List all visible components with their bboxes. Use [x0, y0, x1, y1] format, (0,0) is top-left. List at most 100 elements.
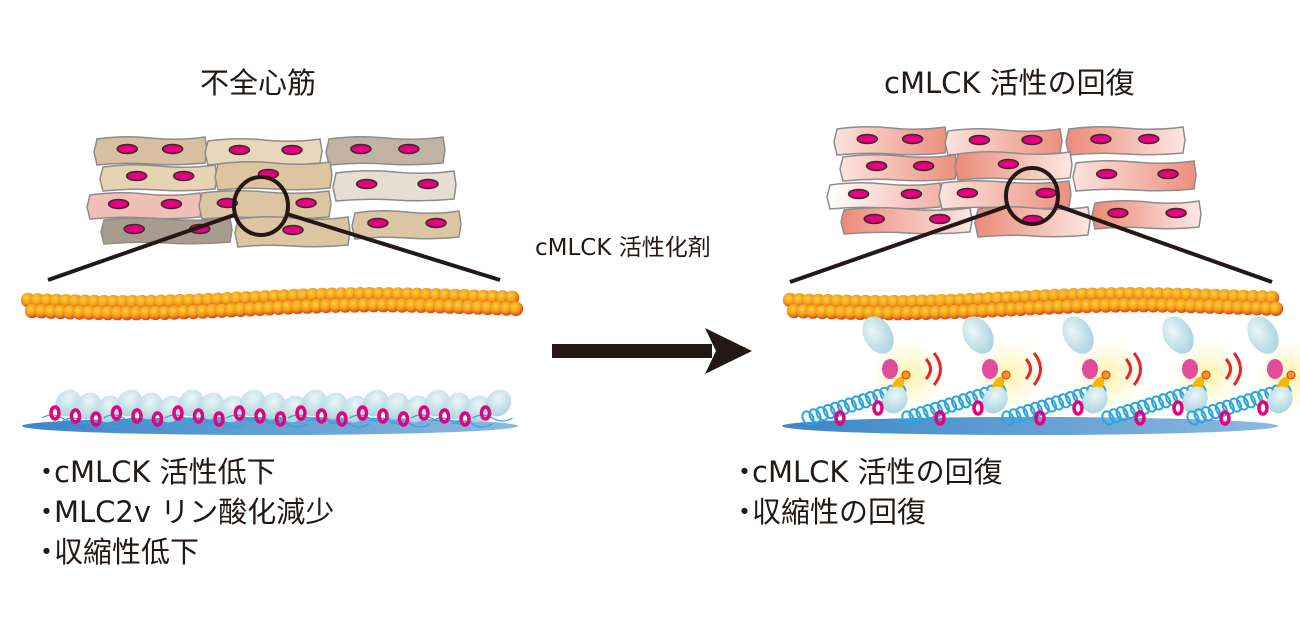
nucleus-icon [367, 217, 389, 229]
nucleus-icon [1021, 134, 1043, 146]
cardiomyocyte-cell [332, 169, 457, 202]
myosin-head-icon [1062, 316, 1094, 354]
signal-wave-icon [1224, 357, 1232, 381]
coiled-coil [1050, 395, 1065, 411]
light-chain-icon [934, 410, 946, 426]
coiled-coil [858, 393, 872, 409]
coiled-coil [1193, 408, 1207, 424]
coiled-coil [1207, 403, 1221, 420]
nucleus-icon [863, 213, 885, 225]
light-chain-icon [972, 400, 984, 416]
myosin-head-icon [1267, 386, 1293, 414]
light-chain-icon [397, 411, 410, 427]
coiled-coil [1186, 410, 1200, 426]
nucleus-icon [968, 134, 991, 146]
light-chain-icon [233, 405, 246, 421]
nucleus-icon [997, 158, 1020, 170]
coiled-coil [836, 399, 850, 415]
myosin-tail [472, 414, 513, 422]
actin-bead [504, 290, 520, 305]
myosin-head-icon [882, 386, 908, 414]
actin-bead [508, 301, 524, 316]
light-chain-icon [295, 405, 307, 421]
phosphate-icon [1286, 370, 1296, 380]
light-chain-icon [1134, 410, 1146, 426]
coiled-coil [1008, 408, 1022, 424]
right-findings-list: ・cMLCK 活性の回復 ・収縮性の回復 [730, 452, 1003, 532]
coiled-coil [929, 401, 943, 417]
light-chain-icon [274, 411, 287, 427]
right-finding-item: ・収縮性の回復 [730, 495, 927, 529]
cardiomyocyte-cell [1065, 125, 1186, 156]
coiled-coil [943, 397, 958, 413]
nucleus-icon [350, 143, 372, 155]
left-magnifier-icon [47, 175, 501, 282]
coiled-coil [872, 388, 886, 405]
signal-wave-icon [1132, 352, 1142, 386]
cardiomyocyte-cell [93, 135, 208, 166]
coiled-coil [901, 410, 915, 426]
nucleus-icon [282, 224, 304, 236]
nucleus-icon [865, 160, 888, 172]
coiled-coil [972, 388, 986, 405]
coiled-coil [822, 403, 836, 420]
nucleus-icon [1107, 207, 1129, 219]
coiled-coil [1022, 403, 1036, 420]
right-panel-title: cMLCK 活性の回復 [884, 66, 1135, 100]
myosin-tail [328, 420, 370, 428]
light-chain-icon [49, 405, 61, 421]
coiled-coil [1001, 410, 1015, 426]
myosin-tail [144, 420, 185, 428]
coiled-coil [1072, 388, 1086, 405]
coiled-coil [850, 395, 865, 411]
right-finding-item: ・cMLCK 活性の回復 [730, 455, 1003, 489]
cardiomyocyte-cell [833, 125, 948, 156]
coiled-coil [843, 397, 858, 413]
nucleus-icon [281, 144, 303, 156]
light-chain-icon [254, 408, 266, 424]
light-chain-icon [213, 411, 225, 427]
cardiomyocyte-cell [204, 137, 323, 166]
coiled-coil [1257, 388, 1271, 405]
light-chain-icon [90, 411, 102, 427]
signal-wave-icon [932, 352, 942, 386]
light-chain-icon [459, 411, 471, 427]
light-chain-icon [1257, 400, 1269, 416]
coiled-coil [808, 408, 822, 424]
coiled-coil [1158, 393, 1172, 409]
coiled-coil [936, 399, 950, 415]
phosphate-icon [1101, 370, 1111, 380]
coiled-coil [1143, 397, 1158, 413]
nucleus-icon [355, 178, 378, 190]
nucleus-icon [123, 223, 145, 235]
treatment-label: cMLCK 活性化剤 [535, 235, 711, 261]
coiled-coil [1115, 406, 1129, 422]
phosphate-icon [1201, 370, 1211, 380]
nucleus-icon [1035, 187, 1057, 199]
nucleus-icon [929, 213, 951, 225]
nucleus-icon [125, 170, 148, 182]
light-chain-icon [1219, 410, 1231, 426]
cardiomyocyte-cell [944, 127, 1063, 156]
signal-wave-icon [1232, 352, 1242, 386]
cardiomyocyte-cell [1072, 159, 1197, 192]
myosin-head-icon [1247, 316, 1279, 354]
coiled-coil [815, 406, 829, 422]
myosin-head-icon [862, 316, 894, 354]
nucleus-icon [160, 198, 183, 210]
light-chain-icon [356, 405, 369, 421]
left-actin-filament [20, 287, 524, 321]
light-chain-icon [834, 410, 846, 426]
actin-bead [1268, 301, 1284, 316]
coiled-coil [1221, 399, 1235, 415]
coiled-coil [958, 393, 972, 409]
signal-wave-icon [1032, 352, 1042, 386]
nucleus-icon [1165, 207, 1187, 219]
essential-light-chain [982, 359, 998, 379]
nucleus-icon [172, 170, 195, 182]
cardiomyocyte-cell [826, 181, 943, 210]
myosin-tail [451, 420, 493, 428]
coiled-coil [950, 395, 965, 411]
coiled-coil [1136, 399, 1150, 415]
